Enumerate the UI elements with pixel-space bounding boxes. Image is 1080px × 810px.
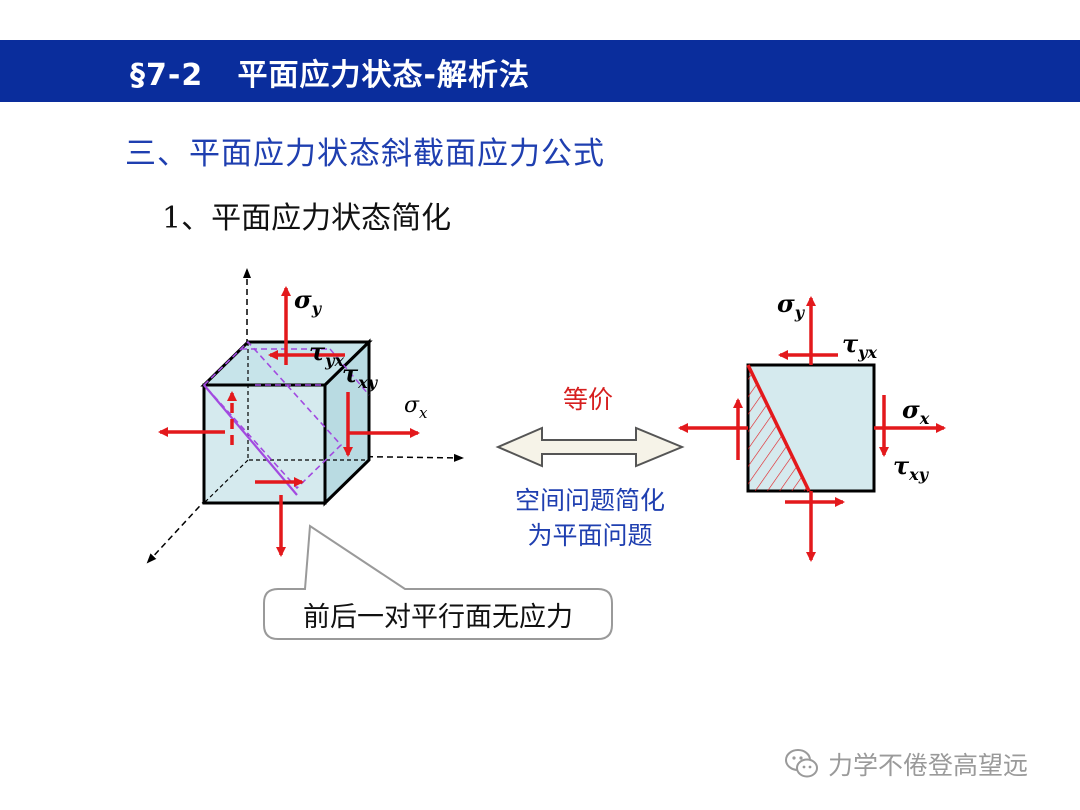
cube-sigma-x-label: σx xyxy=(404,393,428,422)
section-heading: 三、平面应力状态斜截面应力公式 xyxy=(125,136,605,172)
equivalence-double-arrow xyxy=(495,426,685,468)
equivalence-label: 等价 xyxy=(562,385,613,414)
plane-tau-xy-label: τxy xyxy=(893,451,930,484)
cube-hidden-edges xyxy=(247,342,369,461)
plane-sigma-x-label: σx xyxy=(902,395,930,428)
cube-sigma-y-label: σy xyxy=(294,285,323,318)
cube-front-face xyxy=(202,383,327,505)
callout-bubble xyxy=(263,524,613,640)
watermark: 力学不倦登高望远 xyxy=(784,747,1028,781)
plane-tau-yx-label: τyx xyxy=(842,329,877,362)
cube-tau-yx-label: τyx xyxy=(309,337,344,370)
section-diagonal xyxy=(203,384,298,496)
note-line-2: 为平面问题 xyxy=(527,521,653,550)
header-bar xyxy=(0,40,1080,102)
note-line-1: 空间问题简化 xyxy=(514,486,665,515)
callout-text: 前后一对平行面无应力 xyxy=(303,601,573,633)
wechat-icon xyxy=(785,749,818,778)
cube-element: σy τyx τxy σx xyxy=(146,268,464,564)
plane-element: σy τyx σx τxy xyxy=(678,289,946,562)
inclined-section xyxy=(202,340,343,490)
plane-inclined-section xyxy=(746,364,811,492)
sub-heading: 1、平面应力状态简化 xyxy=(162,193,451,237)
cube-hidden-edge xyxy=(203,459,249,504)
sub-heading-text: 、平面应力状态简化 xyxy=(181,201,452,236)
sub-heading-number: 1 xyxy=(162,201,182,236)
plane-sigma-y-label: σy xyxy=(777,289,806,322)
cube-tau-xy-label: τxy xyxy=(342,359,379,392)
page-title: §7-2 平面应力状态-解析法 xyxy=(130,58,530,93)
watermark-text: 力学不倦登高望远 xyxy=(828,751,1029,780)
